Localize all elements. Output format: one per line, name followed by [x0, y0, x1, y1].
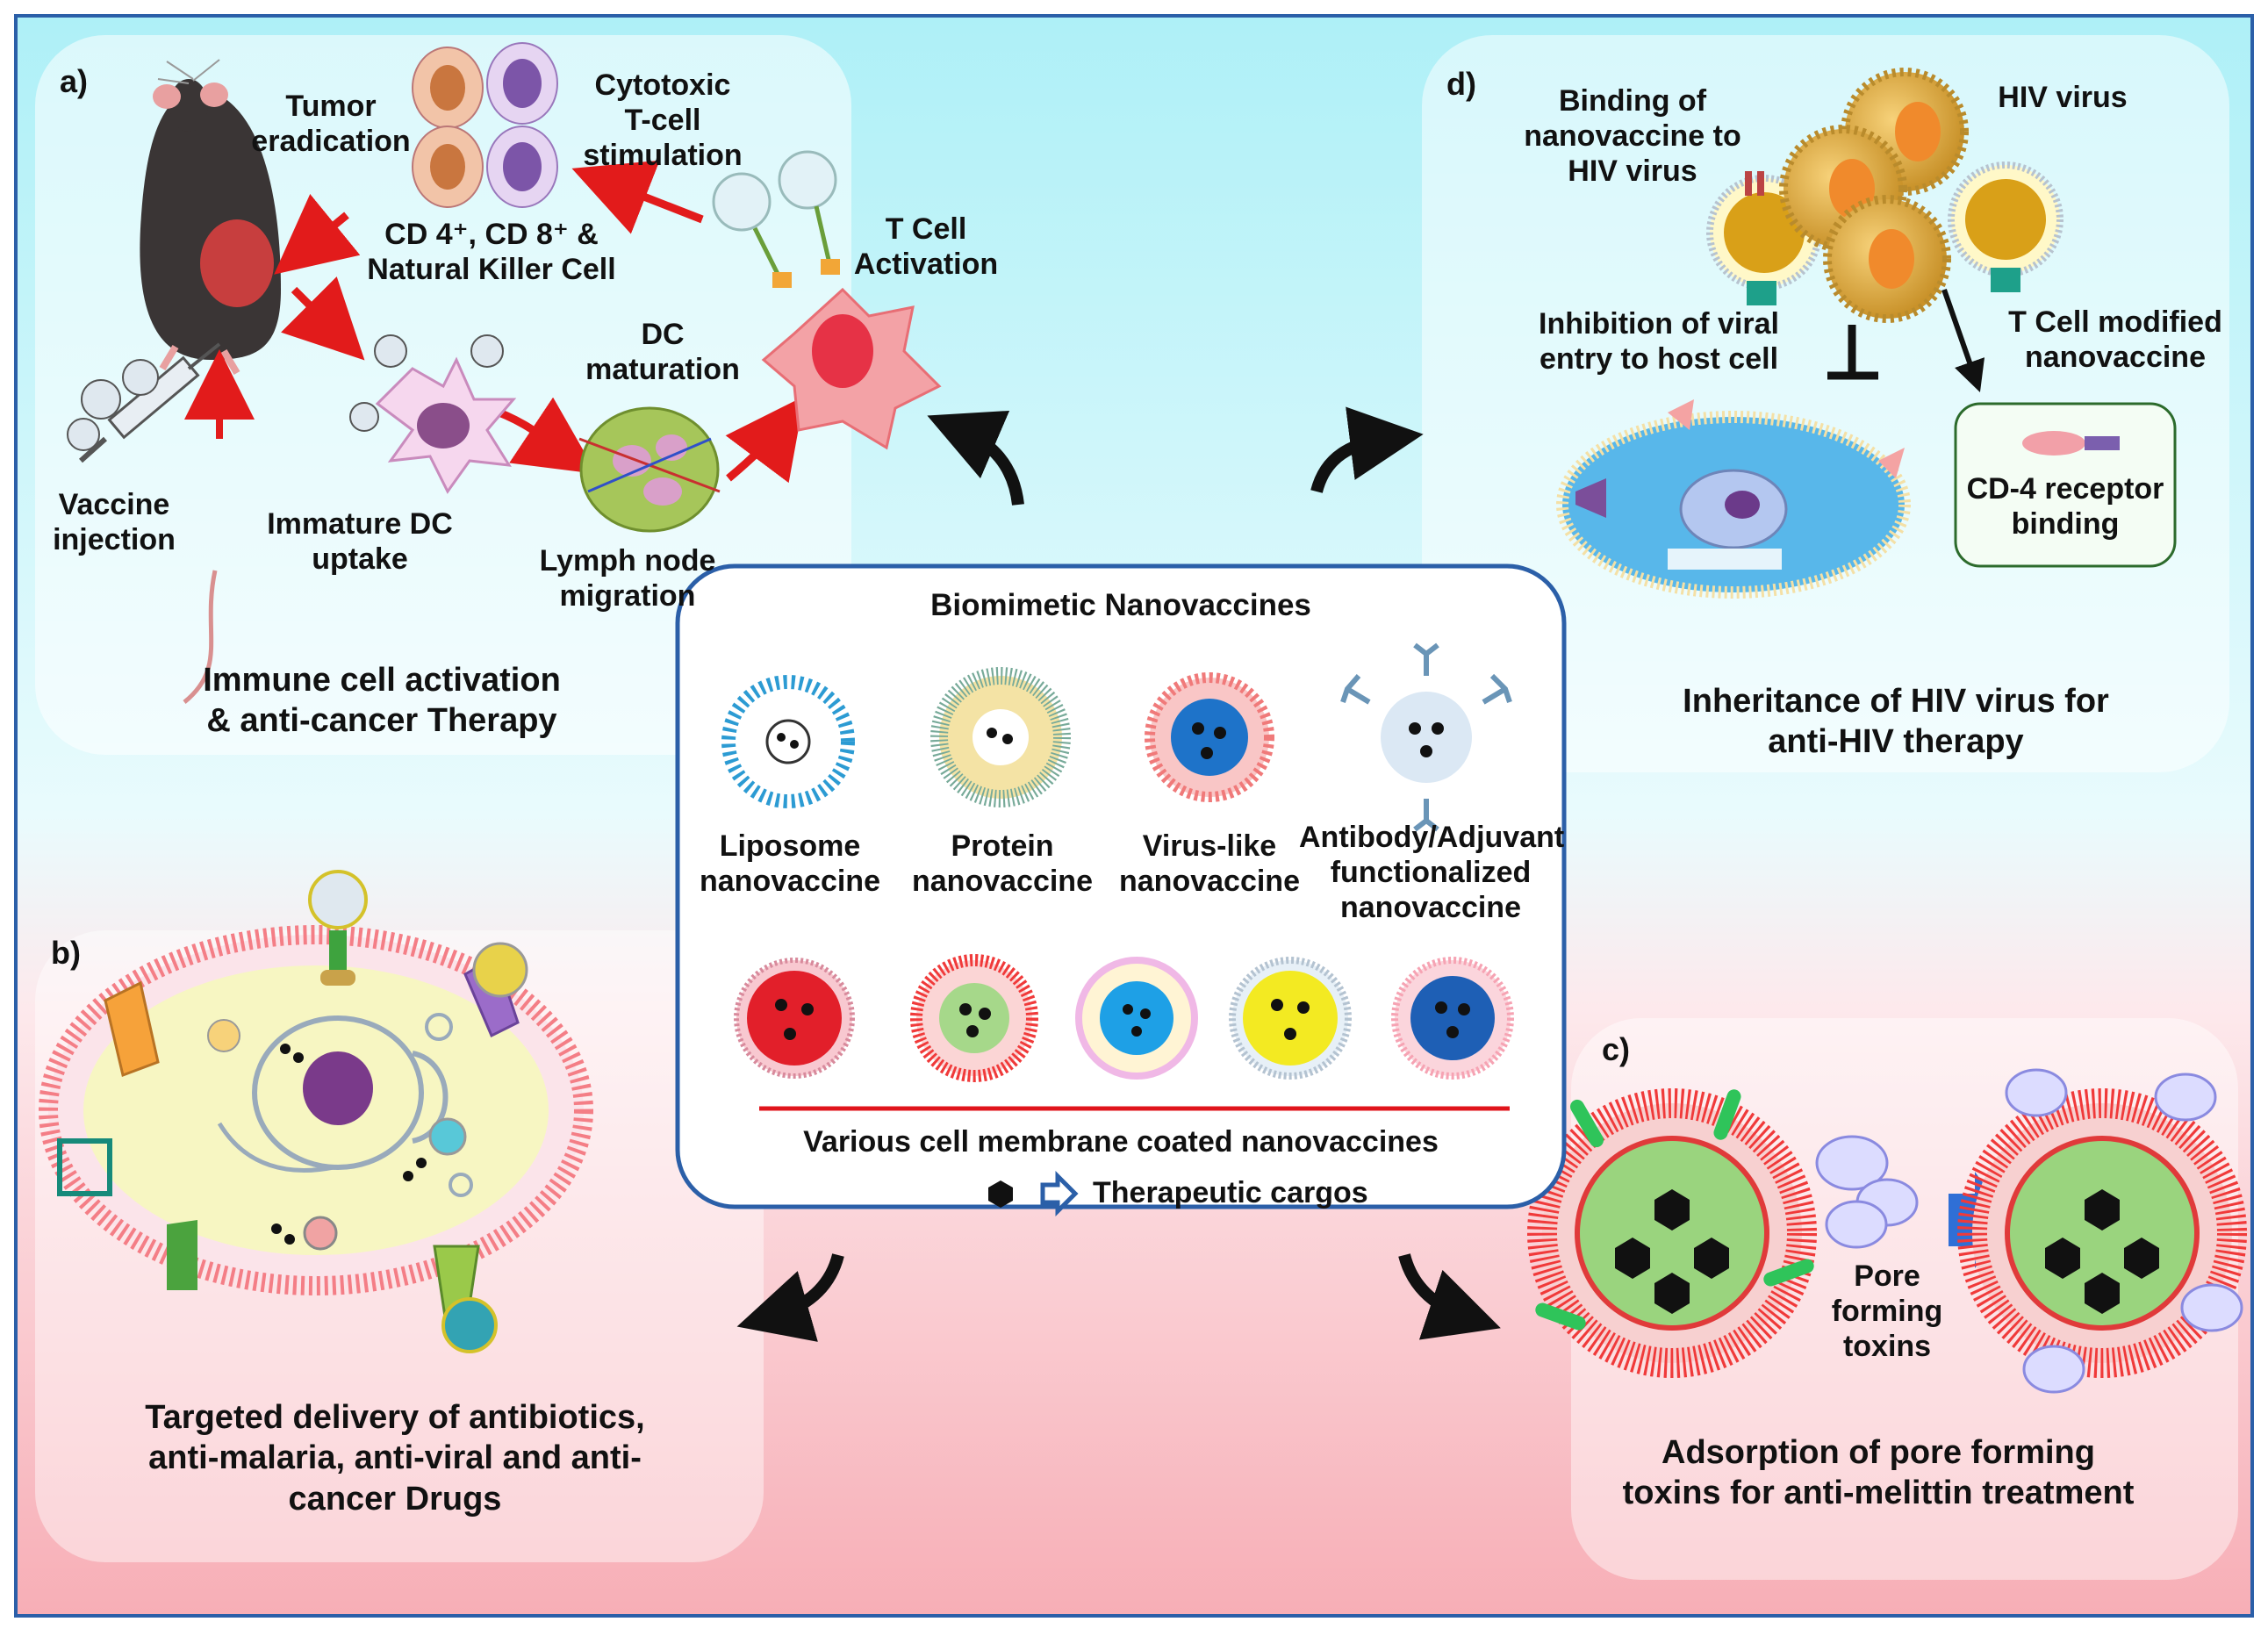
cargo-caption: Therapeutic cargos — [1093, 1176, 1368, 1209]
arrow-to-panel-c — [1398, 1253, 1501, 1340]
antibody-nanovaccine-icon — [1381, 692, 1472, 783]
drug-particles — [207, 1019, 467, 1251]
arrow-to-tcell — [725, 396, 805, 484]
hiv-virus-label: HIV virus — [1998, 81, 2128, 114]
panel-c-letter: c) — [1602, 1031, 1631, 1067]
nanovaccine-left-icon — [1706, 171, 1822, 305]
arrow-to-mouse — [274, 193, 361, 275]
panel-b-illustration — [39, 870, 593, 1353]
arrow-to-panel-d — [1310, 406, 1424, 493]
arrow-to-panel-b — [736, 1253, 844, 1342]
nanovaccine-types-icons — [721, 642, 1512, 832]
panel-a-caption: Immune cell activation& anti-cancer Ther… — [203, 662, 561, 740]
panel-a-letter: a) — [60, 63, 89, 99]
surface-receptors — [57, 870, 528, 1353]
arrow-to-cd4 — [1941, 289, 1985, 392]
membrane-caption: Various cell membrane coated nanovaccine… — [803, 1125, 1439, 1159]
center-title: Biomimetic Nanovaccines — [930, 588, 1311, 622]
cargo-hexagon-icon — [988, 1180, 1013, 1208]
panel-d-illustration — [1556, 68, 2177, 599]
hiv-virus-icon — [1779, 68, 1969, 323]
dendritic-cell-icon — [349, 334, 517, 494]
immune-cells-icon — [412, 42, 558, 208]
cd4-box — [1954, 402, 2177, 568]
panel-b-caption: Targeted delivery of antibiotics,anti-ma… — [145, 1399, 645, 1518]
nanosponge-before-icon — [1527, 1088, 1817, 1378]
activated-cell-icon — [761, 287, 942, 450]
arrow-to-dc — [280, 276, 365, 361]
inhibition-icon — [1827, 325, 1878, 380]
host-cell-icon — [1556, 399, 1911, 599]
cd-cells-label: CD 4⁺, CD 8⁺ &Natural Killer Cell — [367, 218, 616, 286]
membrane-coated-icons — [734, 954, 1514, 1082]
vaccine-particles — [67, 359, 159, 451]
arrow-to-panel-a — [927, 410, 1024, 506]
arrow-to-killer — [571, 160, 704, 234]
organelles — [217, 1013, 473, 1197]
nanovaccine-right-icon — [1948, 161, 2063, 292]
nanosponge-after-icon — [1957, 1068, 2247, 1394]
mouse-icon — [140, 59, 281, 704]
cargo-arrow-icon — [1040, 1170, 1079, 1217]
cd4-receptor-icon — [2022, 431, 2120, 456]
panel-a-illustration — [67, 42, 942, 704]
t-cells-icon — [712, 150, 840, 288]
panel-b-letter: b) — [51, 935, 81, 971]
panel-d-letter: d) — [1446, 66, 1476, 102]
pore-toxins-icon — [1815, 1135, 1919, 1249]
lymph-node-icon — [578, 406, 721, 533]
panel-c-illustration — [1527, 1068, 2247, 1394]
